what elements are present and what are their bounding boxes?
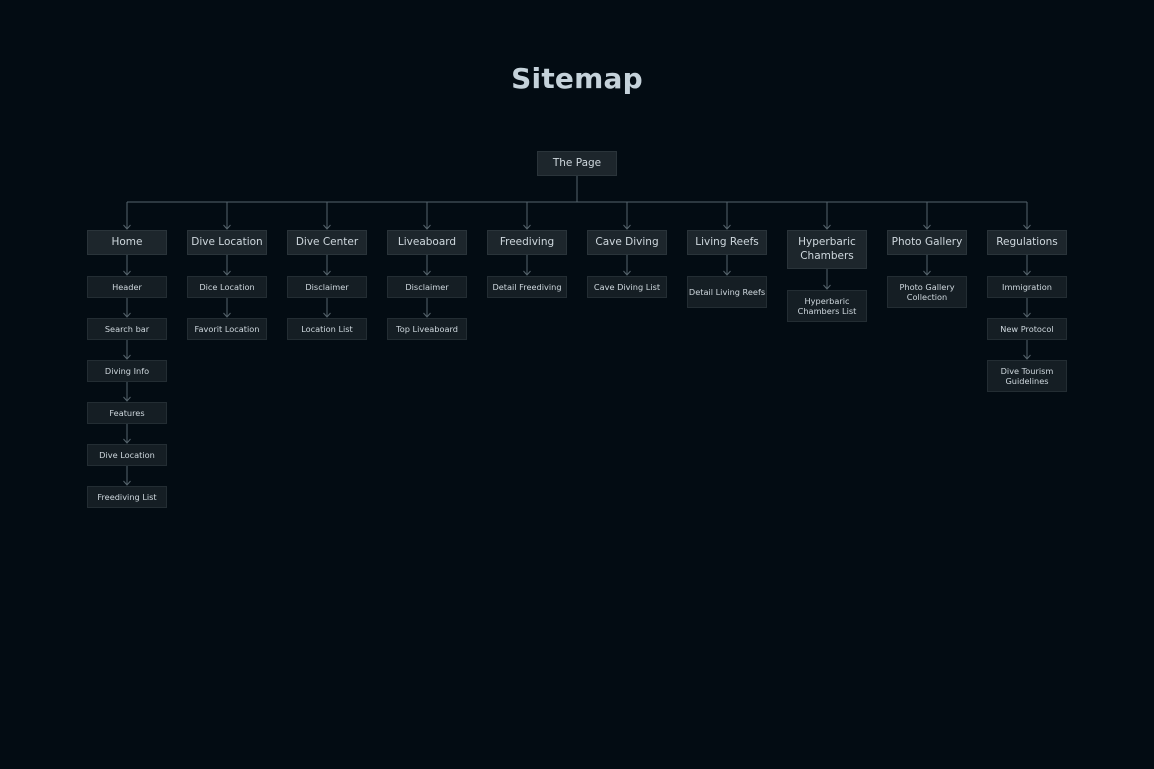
section-dive-location: Dive Location <box>187 230 267 255</box>
arrow-head-icon <box>723 224 731 230</box>
arrow-head-icon <box>823 224 831 230</box>
arrow-head-icon <box>923 270 931 276</box>
child-disclaimer: Disclaimer <box>287 276 367 298</box>
page-title: Sitemap <box>511 62 643 95</box>
child-dive-tourism-guidelines: Dive Tourism Guidelines <box>987 360 1067 392</box>
section-dive-center: Dive Center <box>287 230 367 255</box>
child-search-bar: Search bar <box>87 318 167 340</box>
child-top-liveaboard: Top Liveaboard <box>387 318 467 340</box>
arrow-head-icon <box>223 224 231 230</box>
section-freediving: Freediving <box>487 230 567 255</box>
child-immigration: Immigration <box>987 276 1067 298</box>
arrow-head-icon <box>423 224 431 230</box>
arrow-head-icon <box>323 224 331 230</box>
arrow-head-icon <box>323 312 331 318</box>
arrow-head-icon <box>323 270 331 276</box>
arrow-head-icon <box>1023 224 1031 230</box>
child-dive-location: Dive Location <box>87 444 167 466</box>
arrow-head-icon <box>1023 312 1031 318</box>
arrow-head-icon <box>523 224 531 230</box>
child-new-protocol: New Protocol <box>987 318 1067 340</box>
section-cave-diving: Cave Diving <box>587 230 667 255</box>
arrow-head-icon <box>123 480 131 486</box>
arrow-head-icon <box>923 224 931 230</box>
child-favorit-location: Favorit Location <box>187 318 267 340</box>
section-hyperbaric-chambers: Hyperbaric Chambers <box>787 230 867 269</box>
section-home: Home <box>87 230 167 255</box>
child-diving-info: Diving Info <box>87 360 167 382</box>
arrow-head-icon <box>423 270 431 276</box>
child-disclaimer: Disclaimer <box>387 276 467 298</box>
section-photo-gallery: Photo Gallery <box>887 230 967 255</box>
arrow-head-icon <box>123 396 131 402</box>
arrow-head-icon <box>123 224 131 230</box>
arrow-head-icon <box>123 354 131 360</box>
arrow-head-icon <box>1023 354 1031 360</box>
arrow-head-icon <box>123 312 131 318</box>
child-freediving-list: Freediving List <box>87 486 167 508</box>
child-dice-location: Dice Location <box>187 276 267 298</box>
arrow-head-icon <box>623 270 631 276</box>
arrow-head-icon <box>123 270 131 276</box>
arrow-head-icon <box>423 312 431 318</box>
arrow-head-icon <box>823 284 831 290</box>
section-regulations: Regulations <box>987 230 1067 255</box>
arrow-head-icon <box>223 312 231 318</box>
child-features: Features <box>87 402 167 424</box>
child-location-list: Location List <box>287 318 367 340</box>
arrow-head-icon <box>223 270 231 276</box>
child-header: Header <box>87 276 167 298</box>
arrow-head-icon <box>623 224 631 230</box>
child-photo-gallery-collection: Photo Gallery Collection <box>887 276 967 308</box>
child-hyperbaric-chambers-list: Hyperbaric Chambers List <box>787 290 867 322</box>
child-cave-diving-list: Cave Diving List <box>587 276 667 298</box>
child-detail-living-reefs: Detail Living Reefs <box>687 276 767 308</box>
root-node: The Page <box>537 151 617 176</box>
section-liveaboard: Liveaboard <box>387 230 467 255</box>
child-detail-freediving: Detail Freediving <box>487 276 567 298</box>
arrow-head-icon <box>523 270 531 276</box>
section-living-reefs: Living Reefs <box>687 230 767 255</box>
arrow-head-icon <box>723 270 731 276</box>
arrow-head-icon <box>1023 270 1031 276</box>
arrow-head-icon <box>123 438 131 444</box>
